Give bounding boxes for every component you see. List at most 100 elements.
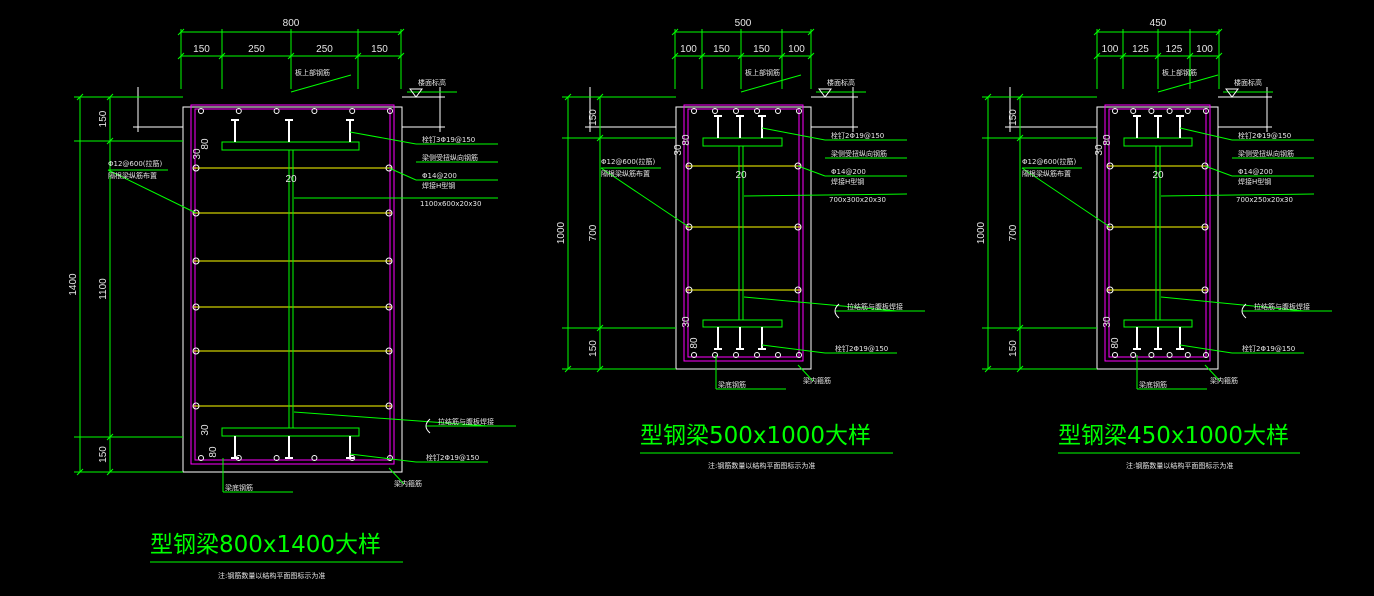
label-stirrup: 梁内箍筋	[394, 479, 422, 488]
top-bar-dot	[733, 108, 739, 114]
label-tie: Φ12@600(拉筋)	[1022, 157, 1077, 166]
steel-top-flange	[702, 137, 783, 147]
rebar-dot	[192, 303, 200, 311]
bottom-bar-dot	[1166, 352, 1173, 358]
label-hook: 拉结筋与腹板焊接	[847, 302, 903, 311]
label-bottom-rebar: 梁底钢筋	[225, 483, 253, 492]
top-bar-dot	[198, 108, 204, 114]
leader	[797, 165, 826, 177]
top-bar-dot	[1184, 108, 1191, 114]
rebar-dot	[192, 209, 200, 217]
leader	[743, 193, 908, 197]
elevation-mark	[1225, 88, 1239, 98]
rebar-dot	[385, 209, 393, 217]
dim-part-width: 100	[1102, 44, 1119, 55]
label-tie: Φ12@600(拉筋)	[108, 159, 163, 168]
bottom-bar-dot	[796, 352, 802, 358]
dim-part-width: 125	[1132, 44, 1149, 55]
bottom-bar-dot	[691, 352, 697, 358]
dim-total-width: 800	[283, 18, 300, 29]
leader	[349, 453, 417, 463]
dim-part-height: 150	[98, 110, 109, 127]
label-bottom-rebar: 梁底钢筋	[718, 380, 746, 389]
dim-part-width: 150	[753, 44, 770, 55]
stirrup-outer	[683, 104, 804, 362]
rebar-dot	[685, 286, 693, 294]
leader	[600, 167, 690, 228]
detail-subtitle: 注:钢筋数量以结构平面图标示为准	[218, 571, 325, 580]
label-slab-rebar: 板上部钢筋	[1162, 68, 1197, 77]
rebar-dot	[685, 162, 693, 170]
label-slab-edge: 楼面标高	[1234, 78, 1262, 87]
dim-bot-offset: 80	[689, 337, 700, 349]
dim-part-height: 150	[1008, 340, 1019, 357]
label-studs-bot: 栓钉2Φ19@150	[426, 453, 479, 462]
leader	[1179, 127, 1233, 141]
leader	[1160, 193, 1315, 197]
label-side-spacing: Φ14@200	[422, 172, 457, 180]
label-weld-h: 焊接H型钢	[1238, 177, 1271, 186]
detail-subtitle: 注:钢筋数量以结构平面图标示为准	[708, 461, 815, 470]
dim-bot-side: 30	[1102, 316, 1113, 328]
dim-total-width: 450	[1150, 18, 1167, 29]
leader	[797, 364, 814, 382]
top-bar-dot	[1130, 108, 1137, 114]
concrete-outline	[182, 106, 403, 473]
label-hook: 拉结筋与腹板焊接	[438, 417, 494, 426]
bottom-bar-dot	[387, 455, 393, 461]
label-side-rebar: 梁侧受扭纵向钢筋	[831, 149, 887, 158]
dim-part-width: 100	[788, 44, 805, 55]
leader	[740, 74, 802, 93]
label-side-rebar: 梁侧受扭纵向钢筋	[422, 153, 478, 162]
bottom-bar-dot	[1130, 352, 1137, 358]
top-bar-dot	[311, 108, 318, 114]
rebar-dot	[794, 162, 802, 170]
rebar-dot	[794, 223, 802, 231]
dim-top-side: 30	[192, 148, 203, 160]
label-side-rebar: 梁侧受扭纵向钢筋	[1238, 149, 1294, 158]
stirrup-outer	[190, 104, 395, 465]
label-studs-top: 栓钉3Φ19@150	[422, 135, 475, 144]
dim-part-width: 250	[316, 44, 333, 55]
leader	[293, 411, 489, 427]
dim-top-side: 30	[673, 144, 684, 156]
dim-top-offset: 80	[1102, 134, 1113, 146]
rebar-dot	[1106, 286, 1114, 294]
rebar-dot	[794, 286, 802, 294]
stirrup-inner	[687, 108, 800, 358]
leader	[388, 167, 417, 181]
rebar-dot	[1106, 223, 1114, 231]
label-slab-edge: 楼面标高	[418, 78, 446, 87]
concrete-outline	[1096, 106, 1219, 370]
rebar-dot	[385, 164, 393, 172]
rebar-dot	[1201, 162, 1209, 170]
top-bar-dot	[235, 108, 242, 114]
leader	[1157, 74, 1219, 93]
dim-bot-offset: 80	[1110, 337, 1121, 349]
top-bar-dot	[754, 108, 760, 114]
bottom-bar-dot	[1148, 352, 1155, 358]
dim-part-height: 700	[588, 224, 599, 241]
leader	[1204, 364, 1221, 382]
dim-part-width: 100	[680, 44, 697, 55]
leader	[743, 296, 898, 312]
rebar-dot	[1201, 286, 1209, 294]
steel-top-flange	[1123, 137, 1193, 147]
top-bar-dot	[1203, 108, 1209, 114]
elevation-mark	[409, 88, 423, 98]
top-bar-dot	[273, 108, 280, 114]
bottom-bar-dot	[198, 455, 204, 461]
steel-bottom-flange	[1123, 319, 1193, 328]
detail-title: 型钢梁800x1400大样	[150, 532, 381, 558]
top-bar-dot	[712, 108, 718, 114]
dim-bot-side: 30	[200, 424, 211, 436]
label-studs-top: 栓钉2Φ19@150	[831, 131, 884, 140]
leader	[761, 344, 826, 354]
detail-title: 型钢梁450x1000大样	[1058, 423, 1289, 449]
bottom-bar-dot	[273, 455, 280, 461]
label-tie-note: 隔根梁纵筋布置	[108, 171, 157, 180]
top-bar-dot	[691, 108, 697, 114]
rebar-dot	[385, 402, 393, 410]
dim-top-side: 30	[1094, 144, 1105, 156]
